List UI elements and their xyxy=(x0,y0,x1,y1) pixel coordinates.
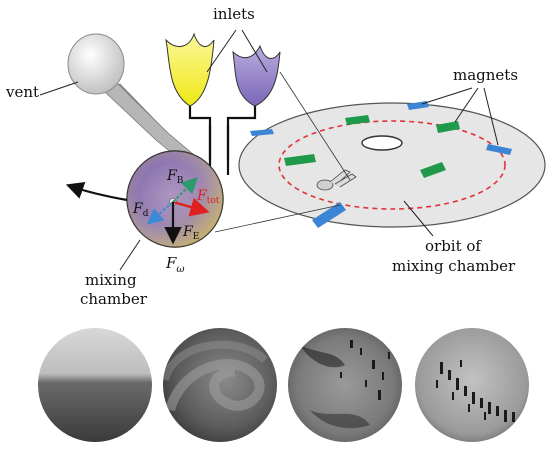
orbit-path xyxy=(278,120,506,210)
vent-assembly xyxy=(67,33,201,169)
photo-3 xyxy=(288,328,402,442)
magnet-green-4 xyxy=(420,162,446,178)
small-mixing-chamber xyxy=(316,169,357,191)
photo-1 xyxy=(38,328,152,442)
magnet-green-1 xyxy=(284,154,316,166)
photo-2 xyxy=(163,328,277,442)
inlet-yellow xyxy=(165,32,215,107)
magnets-label: magnets xyxy=(453,66,518,84)
orbit-label-2: mixing chamber xyxy=(392,257,516,275)
orbit-label-1: orbit of xyxy=(425,237,482,255)
mixing-chamber-label-2: chamber xyxy=(80,290,148,308)
magnets-pointer-1 xyxy=(421,87,473,105)
magnets-pointer-2 xyxy=(454,87,479,123)
magnet-blue-1 xyxy=(250,129,274,136)
rotating-disc xyxy=(238,102,546,228)
inlets-pointer-2 xyxy=(241,29,268,73)
f-d-label: Fd xyxy=(132,201,149,219)
orbit-pointer xyxy=(403,200,434,237)
f-omega-label: Fω xyxy=(165,254,185,275)
f-b-arrow xyxy=(172,177,198,203)
chamber-pointer xyxy=(119,239,141,271)
photo-4 xyxy=(415,328,529,442)
f-d-arrow xyxy=(146,201,174,225)
f-tot-label: Ftot xyxy=(196,188,220,206)
inlet-purple xyxy=(232,44,281,107)
inlets-label: inlets xyxy=(213,5,255,23)
disc-center-hole xyxy=(361,135,403,151)
f-e-label: FE xyxy=(182,224,199,242)
magnets-group xyxy=(250,101,512,228)
magnet-blue-4 xyxy=(312,202,346,228)
magnets-pointer-3 xyxy=(483,87,499,146)
magnet-green-2 xyxy=(345,115,370,125)
mixing-chamber-label-1: mixing xyxy=(85,271,137,289)
vent-pointer xyxy=(39,81,79,96)
inlets-pointer-1 xyxy=(206,29,237,73)
zoom-line-bottom xyxy=(214,204,341,233)
f-tot-arrow xyxy=(172,197,210,217)
magnet-blue-3 xyxy=(486,144,512,155)
magnet-green-3 xyxy=(436,121,460,133)
rotation-arrow xyxy=(65,182,128,202)
inlets-assembly xyxy=(165,32,281,175)
f-b-label: FB xyxy=(166,168,184,186)
zoom-line-top xyxy=(279,71,351,181)
vent-label: vent xyxy=(5,83,39,101)
